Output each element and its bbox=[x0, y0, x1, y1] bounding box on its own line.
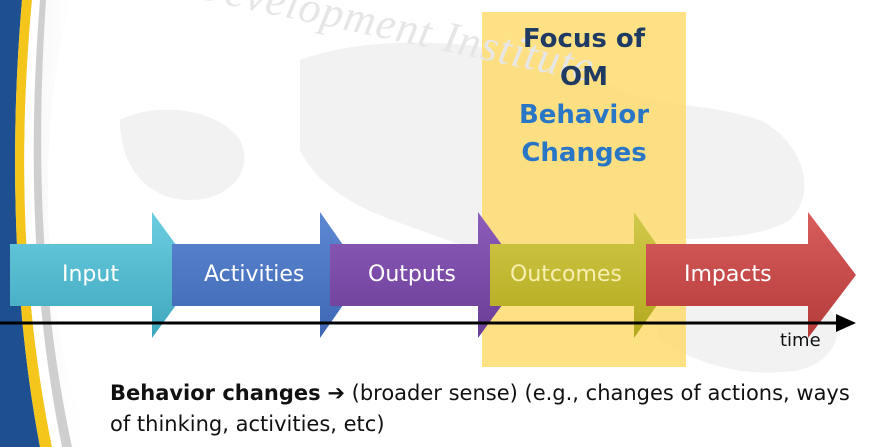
focus-line-4: Changes bbox=[521, 138, 647, 168]
stage-label-outcomes: Outcomes bbox=[510, 262, 622, 287]
left-swoosh-decoration bbox=[0, 0, 90, 447]
input-arrow-shape bbox=[10, 212, 198, 338]
focus-line-3: Behavior bbox=[518, 100, 650, 130]
impacts-arrow-shape bbox=[646, 212, 856, 338]
time-axis-label: time bbox=[780, 330, 821, 351]
stage-label-input: Input bbox=[62, 262, 119, 287]
stage-arrows bbox=[10, 212, 856, 338]
activities-arrow-shape bbox=[172, 212, 364, 338]
caption-bold: Behavior changes bbox=[110, 381, 321, 405]
focus-of-om-title: Focus of OM Behavior Changes bbox=[482, 20, 686, 172]
caption-rest: (broader sense) (e.g., changes of action… bbox=[110, 381, 850, 436]
stage-label-activities: Activities bbox=[204, 262, 305, 287]
outcomes-arrow-shape bbox=[490, 212, 678, 338]
focus-line-2: OM bbox=[560, 62, 608, 92]
stage-label-outputs: Outputs bbox=[368, 262, 456, 287]
focus-line-1: Focus of bbox=[522, 24, 646, 54]
outputs-arrow-shape bbox=[330, 212, 524, 338]
caption-arrow-icon: ➔ bbox=[327, 381, 345, 405]
time-axis-arrowhead bbox=[836, 314, 856, 332]
caption-text: Behavior changes ➔ (broader sense) (e.g.… bbox=[110, 378, 870, 440]
stage-label-impacts: Impacts bbox=[684, 262, 772, 287]
